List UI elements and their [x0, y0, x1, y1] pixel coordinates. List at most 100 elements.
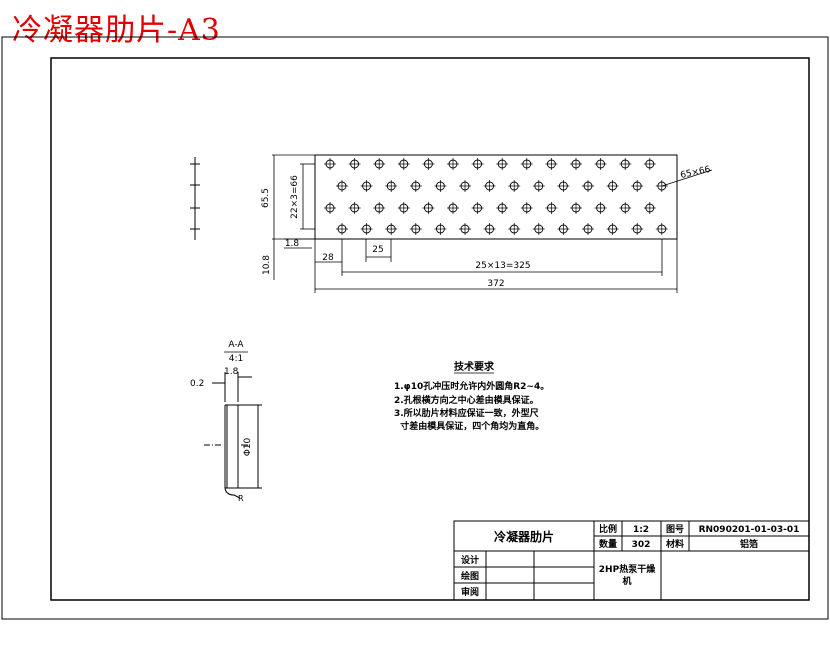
hole-3-9 — [520, 202, 533, 214]
hole-pattern-note: 65×66 — [680, 165, 712, 181]
hole-1-7 — [471, 158, 484, 170]
hole-4-6 — [459, 223, 471, 235]
hole-3-8 — [496, 202, 509, 214]
hole-2-12 — [606, 180, 619, 192]
tb-scale-label: 比例 — [599, 523, 617, 535]
tech-item-2: 2.孔根横方向之中心差由模具保证。 — [394, 394, 539, 406]
hole-3-3 — [373, 202, 386, 214]
hole-3-11 — [570, 202, 582, 214]
hole-1-12 — [594, 158, 607, 170]
vertical-dimensions — [272, 154, 315, 280]
hole-2-6 — [459, 180, 471, 192]
hole-4-7 — [483, 223, 496, 235]
thickness-dim: 0.2 — [190, 379, 204, 389]
section-view-a-a: A-A 4:1 0.2 1.8 Φ10 R — [190, 340, 262, 503]
hole-3-12 — [594, 202, 607, 214]
tb-qty-label: 数量 — [599, 538, 617, 550]
diameter-dim: Φ10 — [243, 437, 253, 456]
tb-review-label: 审阅 — [461, 586, 479, 598]
tech-item-3: 3.所以肋片材料应保证一致，外型尺 — [394, 407, 539, 419]
dim-edge-margin: 1.8 — [285, 239, 300, 249]
tech-item-1: 1.φ10孔冲压时允许内外圆角R2~4。 — [394, 380, 549, 392]
hole-2-1 — [336, 180, 348, 192]
width-dim: 1.8 — [224, 367, 239, 377]
hole-2-3 — [385, 180, 398, 192]
radius-label: R — [238, 494, 244, 503]
hole-3-14 — [643, 202, 656, 214]
dim-hole-spacing: 25 — [372, 245, 383, 255]
hole-1-5 — [422, 158, 435, 170]
hole-2-5 — [434, 180, 447, 192]
hole-2-11 — [582, 180, 594, 192]
tech-heading: 技术要求 — [454, 360, 495, 373]
hole-2-4 — [409, 180, 422, 192]
hole-1-3 — [373, 158, 386, 170]
hole-3-13 — [619, 202, 632, 214]
hole-4-14 — [655, 223, 668, 235]
tb-scale-value: 1:2 — [633, 525, 649, 535]
dim-hole-span: 25×13=325 — [475, 261, 530, 271]
hole-3-7 — [471, 202, 484, 214]
hole-3-1 — [324, 202, 336, 214]
dim-bottom-offset: 10.8 — [262, 255, 272, 275]
dim-pitch-vertical: 22×3=66 — [290, 175, 300, 219]
tb-qty-value: 302 — [632, 540, 651, 550]
hole-1-4 — [397, 158, 410, 170]
hole-4-2 — [360, 223, 373, 235]
hole-2-7 — [483, 180, 496, 192]
dim-left-margin: 28 — [322, 253, 334, 263]
hole-3-10 — [545, 202, 558, 214]
tb-design-label: 设计 — [461, 554, 479, 566]
hole-1-8 — [496, 158, 509, 170]
section-scale: 4:1 — [229, 354, 243, 364]
hole-3-6 — [447, 202, 459, 214]
hole-4-13 — [631, 223, 644, 235]
title-block: 冷凝器肋片 比例 1:2 图号 RN090201-01-03-01 数量 302… — [453, 520, 810, 601]
hole-1-2 — [348, 158, 361, 170]
hole-2-13 — [631, 180, 644, 192]
horizontal-dimensions — [314, 169, 713, 293]
inner-frame — [50, 57, 810, 601]
tb-material-value: 铝箔 — [740, 538, 758, 550]
hole-1-10 — [545, 158, 558, 170]
hole-4-11 — [582, 223, 594, 235]
hole-1-13 — [619, 158, 632, 170]
hole-grid — [324, 158, 668, 235]
tb-part-name: 冷凝器肋片 — [494, 529, 554, 544]
hole-1-6 — [447, 158, 459, 170]
tb-product-line1: 2HP热泵干燥 — [599, 563, 656, 575]
hole-2-8 — [508, 180, 521, 192]
dim-overall-height: 65.5 — [261, 188, 271, 208]
hole-2-14 — [655, 180, 668, 192]
tb-drafting-label: 绘图 — [461, 570, 479, 582]
hole-1-9 — [520, 158, 533, 170]
hole-2-10 — [557, 180, 570, 192]
hole-4-10 — [557, 223, 570, 235]
hole-1-1 — [324, 158, 336, 170]
page-title: 冷凝器肋片-A3 — [12, 13, 221, 48]
hole-1-14 — [643, 158, 656, 170]
section-label: A-A — [228, 340, 244, 350]
hole-3-2 — [348, 202, 361, 214]
fin-plate-view: 65.5 22×3=66 1.8 10.8 25 28 25×13=325 37… — [190, 154, 713, 293]
tech-requirements: 技术要求 1.φ10孔冲压时允许内外圆角R2~4。 2.孔根横方向之中心差由模具… — [394, 360, 549, 432]
outer-frame — [1, 36, 829, 620]
fin-plate-outline — [314, 154, 678, 240]
tb-product-line2: 机 — [622, 575, 631, 587]
hole-1-11 — [570, 158, 582, 170]
hole-3-5 — [422, 202, 435, 214]
hole-4-5 — [434, 223, 447, 235]
tb-material-label: 材料 — [665, 538, 684, 550]
hole-2-9 — [532, 180, 545, 192]
hole-4-12 — [606, 223, 619, 235]
hole-3-4 — [397, 202, 410, 214]
hole-4-3 — [385, 223, 398, 235]
section-marks — [190, 157, 200, 240]
tb-drawing-no-value: RN090201-01-03-01 — [699, 525, 800, 535]
dim-overall-length: 372 — [487, 279, 504, 289]
hole-4-4 — [409, 223, 422, 235]
tb-drawing-no-label: 图号 — [666, 524, 684, 535]
hole-4-8 — [508, 223, 521, 235]
tech-item-4: 寸差由模具保证，四个角均为直角。 — [394, 420, 544, 432]
